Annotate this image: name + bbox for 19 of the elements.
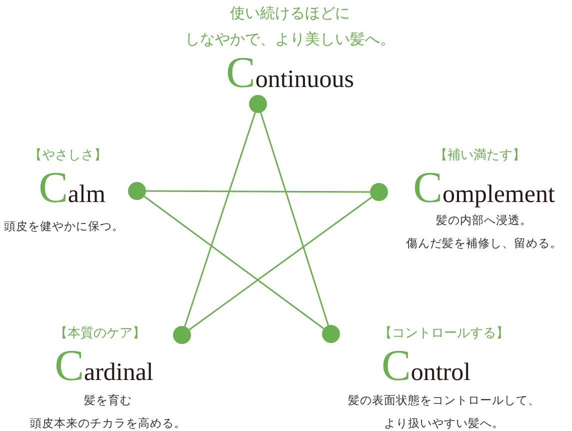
heading-text: 【コントロールする】 <box>379 326 509 342</box>
description-text: 髪の内部へ浸透。傷んだ髪を補修し、留める。 <box>406 212 562 252</box>
connector-line <box>188 196 372 330</box>
heading-text: 【補い満たす】 <box>434 148 526 164</box>
heading-text: 【本質のケア】 <box>54 326 146 342</box>
connector-line <box>146 190 370 193</box>
connector-line <box>184 112 256 327</box>
description-text: 髪を育む頭皮本来のチカラを高める。 <box>30 392 186 431</box>
connector-line <box>260 112 329 326</box>
title-text: Continuous <box>226 55 354 98</box>
description-text: 髪の表面状態をコントロールして、より扱いやすい髪へ。 <box>348 392 540 431</box>
connector-line <box>144 196 324 330</box>
title-text: Cardinal <box>54 348 154 391</box>
tagline-text: 使い続けるほどにしなやかで、より美しい髪へ。 <box>185 3 395 50</box>
title-text: Complement <box>413 170 555 213</box>
description-text: 頭皮を健やかに保つ。 <box>4 218 124 235</box>
title-text: Calm <box>38 170 106 213</box>
heading-text: 【やさしさ】 <box>29 148 107 164</box>
title-text: Control <box>381 348 471 391</box>
